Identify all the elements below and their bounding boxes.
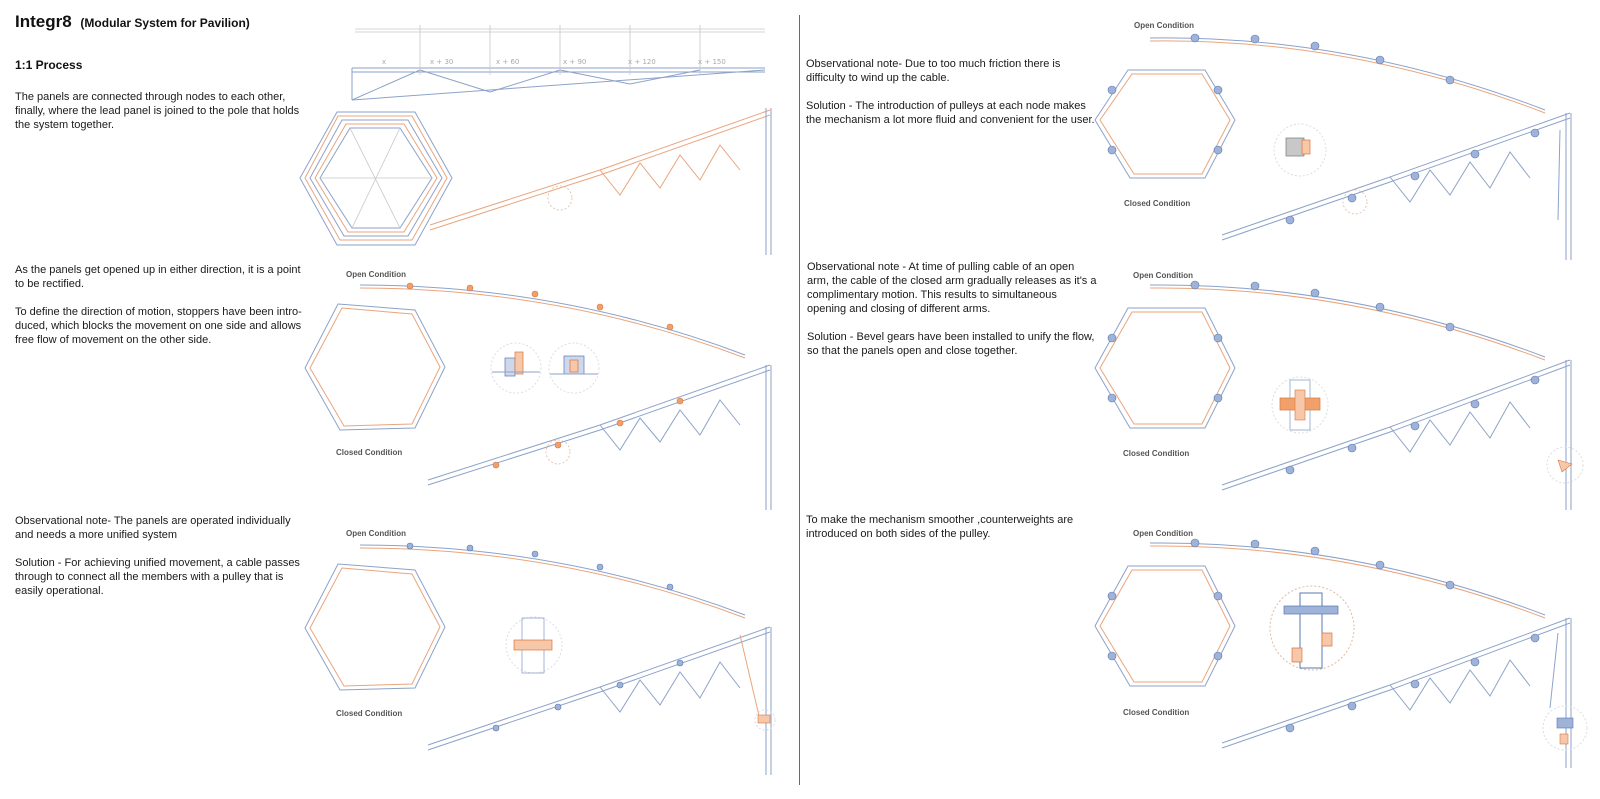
bevel-gear-small [1546,446,1584,484]
note-right-3: To make the mechanism smoother ,counterw… [806,514,1074,540]
pulley-small [754,709,776,731]
pulley-detail [505,616,563,674]
label-open-condition: Open Condition [1133,529,1193,538]
note-left-2: As the panels get opened up in either di… [15,264,302,346]
scale-label: x + 60 [496,58,519,66]
label-closed-condition: Closed Condition [336,709,403,718]
label-closed-condition: Closed Condition [1124,199,1191,208]
scale-label: x + 150 [698,58,726,66]
diagram-counterweights [1094,538,1588,768]
pulley-node-detail [1273,123,1327,177]
note-left-3: Observational note- The panels are opera… [15,515,300,597]
page-title: Integr8 (Modular System for Pavilion) [15,12,250,32]
note-right-2: Observational note - At time of pulling … [807,261,1097,357]
counterweight-small [1542,705,1588,751]
center-divider [799,15,800,785]
title-subtitle: (Modular System for Pavilion) [80,16,250,30]
lead-panel-truss [429,108,772,255]
label-closed-condition: Closed Condition [336,448,403,457]
scale-label: x + 90 [563,58,586,66]
scale-label: x [382,58,386,66]
diagram-assembly: x x + 30 x + 60 x + 90 x + 120 x + 150 [299,25,772,255]
diagram-stoppers [304,282,772,510]
label-open-condition: Open Condition [1134,21,1194,30]
label-open-condition: Open Condition [346,529,406,538]
label-closed-condition: Closed Condition [1123,708,1190,717]
hexagon-nested [299,111,453,246]
scale-label: x + 30 [430,58,453,66]
diagram-pulleys [1094,33,1572,260]
note-right-1: Observational note- Due to too much fric… [806,58,1095,126]
stopper-detail-1 [490,342,542,394]
bevel-gear-detail [1271,376,1329,434]
diagram-cable [304,542,776,775]
scale-label: x + 120 [628,58,656,66]
diagram-bevel-gears [1094,280,1584,510]
title-main: Integr8 [15,12,72,31]
panel-elevation [351,25,766,101]
stopper-detail-2 [548,342,600,394]
label-open-condition: Open Condition [346,270,406,279]
counterweight-detail [1269,585,1355,671]
note-left-1: The panels are connected through nodes t… [15,91,300,131]
label-open-condition: Open Condition [1133,271,1193,280]
label-closed-condition: Closed Condition [1123,449,1190,458]
section-title: 1:1 Process [15,58,83,72]
